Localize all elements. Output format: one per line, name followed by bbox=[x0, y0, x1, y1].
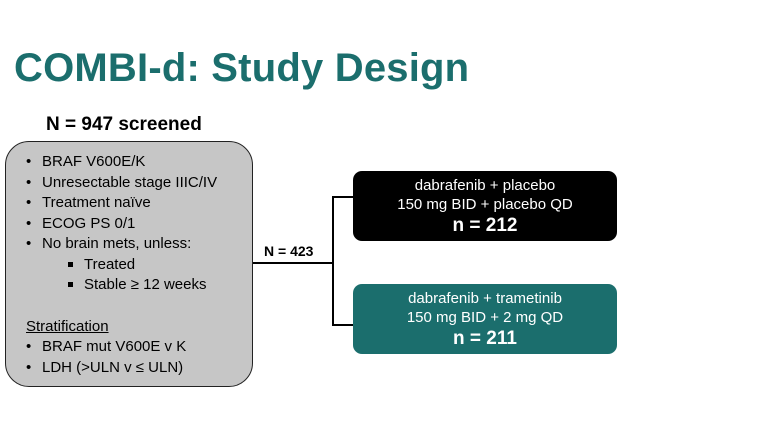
arm-placebo-box: dabrafenib + placebo 150 mg BID + placeb… bbox=[353, 171, 617, 241]
exception-item: Treated bbox=[66, 255, 252, 276]
criterion-item: Treatment naïve bbox=[26, 193, 252, 214]
exception-item: Stable ≥ 12 weeks bbox=[66, 275, 252, 296]
arm-trametinib-box: dabrafenib + trametinib 150 mg BID + 2 m… bbox=[353, 284, 617, 354]
stratification-item: LDH (>ULN v ≤ ULN) bbox=[26, 358, 252, 379]
arm-dose-label: 150 mg BID + placebo QD bbox=[397, 196, 573, 213]
criterion-item: ECOG PS 0/1 bbox=[26, 214, 252, 235]
eligibility-criteria-list: BRAF V600E/K Unresectable stage IIIC/IV … bbox=[26, 152, 252, 255]
randomized-count: N = 423 bbox=[264, 243, 314, 259]
criterion-item: No brain mets, unless: bbox=[26, 234, 252, 255]
brain-mets-exceptions-list: Treated Stable ≥ 12 weeks bbox=[26, 255, 252, 296]
stratification-item: BRAF mut V600E v K bbox=[26, 337, 252, 358]
arm-drug-label: dabrafenib + placebo bbox=[414, 177, 556, 194]
connector-arm-2 bbox=[332, 324, 354, 326]
stratification-list: BRAF mut V600E v K LDH (>ULN v ≤ ULN) bbox=[26, 337, 252, 378]
connector-main bbox=[253, 262, 333, 264]
arm-drug-label: dabrafenib + trametinib bbox=[408, 290, 562, 307]
criterion-item: Unresectable stage IIIC/IV bbox=[26, 173, 252, 194]
slide-title: COMBI-d: Study Design bbox=[14, 46, 470, 90]
screened-count: N = 947 screened bbox=[46, 114, 202, 135]
arm-dose-label: 150 mg BID + 2 mg QD bbox=[406, 309, 564, 326]
connector-arm-1 bbox=[332, 196, 354, 198]
arm-n-label: n = 211 bbox=[453, 328, 517, 349]
arm-n-label: n = 212 bbox=[452, 215, 518, 236]
eligibility-box: BRAF V600E/K Unresectable stage IIIC/IV … bbox=[5, 141, 253, 387]
connector-vertical bbox=[332, 196, 334, 326]
stratification-heading: Stratification bbox=[26, 317, 109, 335]
criterion-item: BRAF V600E/K bbox=[26, 152, 252, 173]
